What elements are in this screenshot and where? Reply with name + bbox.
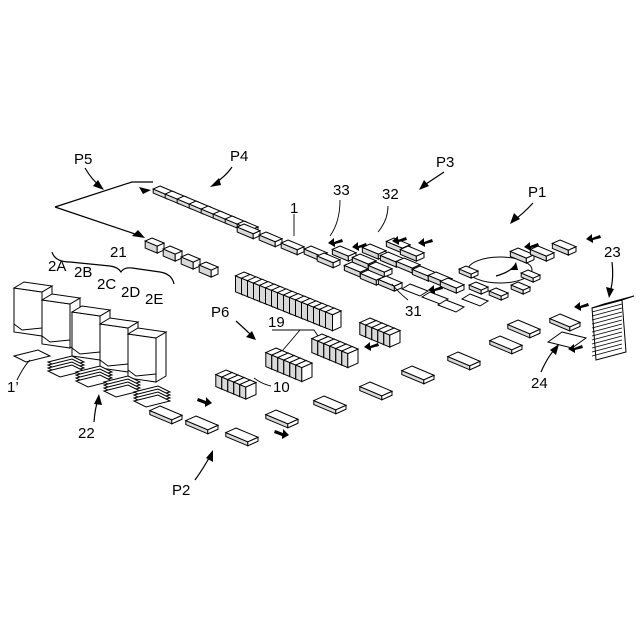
- sheet: [462, 294, 488, 306]
- p1-arrow: [586, 234, 601, 243]
- label-p2: P2: [172, 482, 190, 499]
- box-group-2a-2e: [14, 282, 166, 382]
- p2-arrow: [274, 429, 289, 439]
- stack-23: [548, 296, 634, 360]
- stacked-long-bar: [236, 272, 342, 331]
- tray-1-prime: [14, 350, 50, 362]
- label-1-prime: 1’: [7, 379, 19, 396]
- label-2a: 2A: [48, 258, 66, 275]
- p2-tray: [490, 336, 522, 350]
- arrow-23: [574, 302, 589, 311]
- label-p5: P5: [74, 151, 92, 168]
- p2-tray: [360, 382, 392, 396]
- tray-24: [548, 332, 586, 348]
- p2-tray: [508, 320, 540, 334]
- label-22: 22: [78, 425, 95, 442]
- path-p5-lines: [55, 182, 153, 238]
- label-10: 10: [273, 379, 290, 396]
- label-32: 32: [382, 186, 399, 203]
- label-31: 31: [405, 303, 422, 320]
- p2-tray: [226, 428, 258, 442]
- label-2b: 2B: [74, 264, 92, 281]
- label-p4: P4: [230, 148, 248, 165]
- p3-arrow: [418, 238, 433, 247]
- p2-tray: [186, 416, 218, 430]
- p6-arrow: [364, 342, 379, 351]
- label-24: 24: [531, 375, 548, 392]
- label-23: 23: [604, 244, 621, 261]
- p2-tray: [448, 352, 480, 366]
- label-2e: 2E: [145, 291, 163, 308]
- p3-sorting-area: [332, 236, 488, 351]
- box-side: [156, 332, 166, 382]
- p2-tray: [402, 366, 434, 380]
- label-2c: 2C: [97, 276, 116, 293]
- p1-rotary-table: [459, 234, 601, 300]
- p2-tray-row: [150, 320, 540, 446]
- p4-arrow: [328, 238, 343, 247]
- p2-tray: [314, 396, 346, 410]
- label-19: 19: [268, 314, 285, 331]
- label-1: 1: [290, 200, 298, 217]
- label-21: 21: [110, 244, 127, 261]
- sheet: [402, 284, 428, 296]
- p2-arrow: [197, 397, 212, 407]
- label-33: 33: [333, 182, 350, 199]
- label-p3: P3: [436, 154, 454, 171]
- p2-tray: [150, 406, 182, 420]
- label-p6: P6: [211, 304, 229, 321]
- label-p1: P1: [528, 184, 546, 201]
- p2-tray: [266, 410, 298, 424]
- label-2d: 2D: [121, 284, 140, 301]
